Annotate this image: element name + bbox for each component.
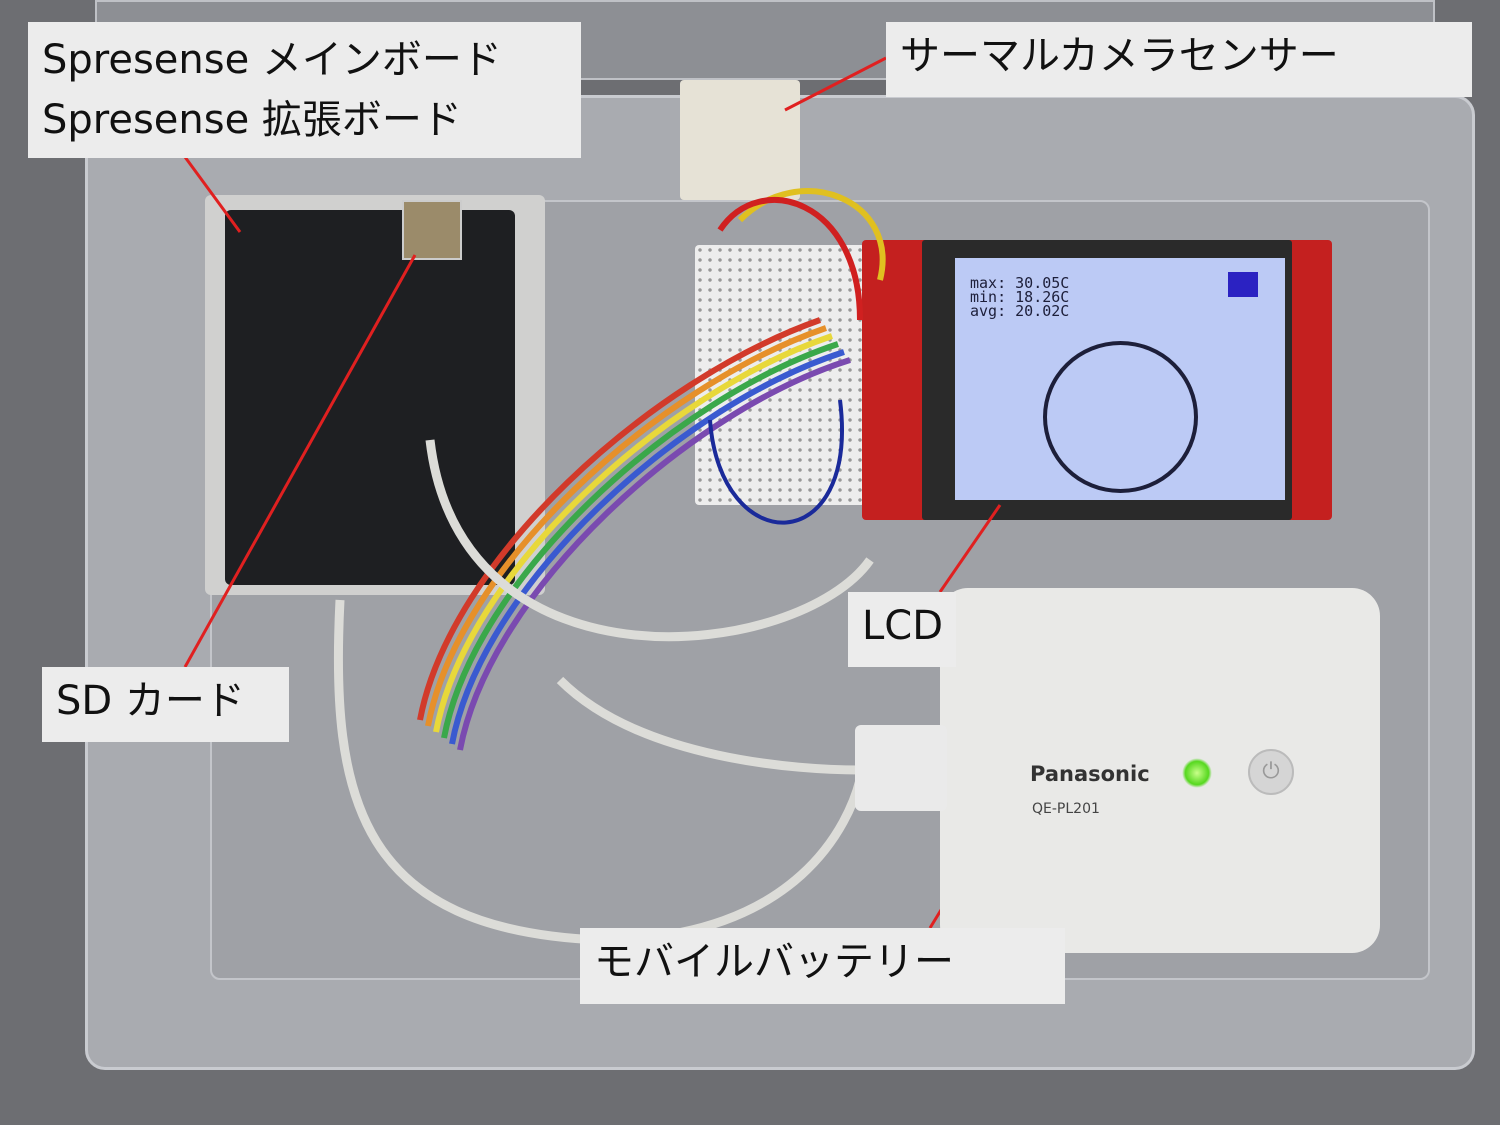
battery-led [1182, 758, 1212, 788]
thermal-camera-sensor [680, 80, 800, 200]
spresense-main-board [225, 210, 515, 585]
lcd-color-square [1228, 272, 1258, 297]
lcd-min: min: 18.26C [970, 288, 1070, 306]
label-lcd: LCD [848, 592, 956, 667]
power-button-icon: ⏻ [1248, 749, 1294, 795]
mobile-battery [940, 588, 1380, 953]
battery-brand: Panasonic [1030, 762, 1150, 786]
sd-card [402, 200, 462, 260]
label-mobile-battery: モバイルバッテリー [580, 928, 1065, 1004]
lcd-circle [1043, 341, 1198, 493]
label-thermal-sensor: サーマルカメラセンサー [886, 22, 1472, 97]
label-sd-card: SD カード [42, 667, 289, 742]
battery-model: QE-PL201 [1032, 801, 1100, 817]
label-main-board: Spresense メインボード [42, 37, 502, 83]
label-extension-board: Spresense 拡張ボード [42, 97, 462, 143]
lcd-max: max: 30.05C [970, 274, 1070, 292]
usb-connector [855, 725, 947, 811]
label-spresense-boards: Spresense メインボード Spresense 拡張ボード [28, 22, 581, 158]
lcd-avg: avg: 20.02C [970, 302, 1070, 320]
